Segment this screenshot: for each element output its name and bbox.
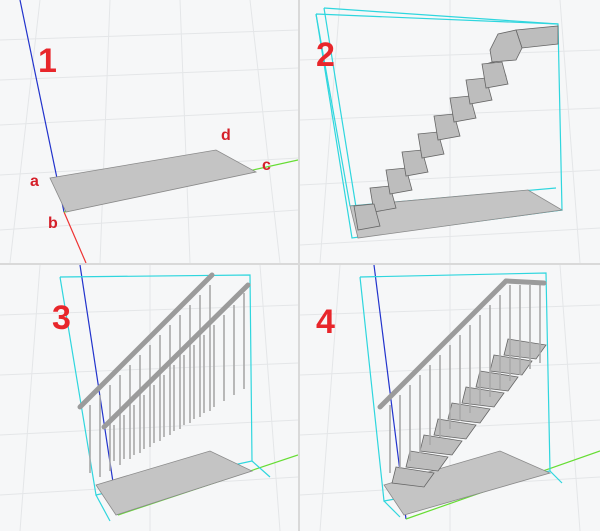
viewport-panel-1[interactable]: 1 a b c d xyxy=(0,0,298,263)
point-label-a: a xyxy=(30,173,39,190)
step-number: 3 xyxy=(52,299,71,337)
floor-plate[interactable] xyxy=(349,189,564,239)
step-number: 1 xyxy=(38,42,57,80)
panel-4-scene xyxy=(300,265,600,531)
handrails[interactable] xyxy=(377,278,547,410)
step-number: 2 xyxy=(316,36,335,74)
floor-plate[interactable] xyxy=(49,149,258,213)
panel-1-scene xyxy=(0,0,298,263)
bounding-box xyxy=(359,272,563,518)
floor-plate[interactable] xyxy=(383,450,552,516)
viewport-panel-2[interactable]: 2 xyxy=(300,0,600,263)
panel-2-scene xyxy=(300,0,600,263)
floor-plate[interactable] xyxy=(95,450,254,516)
balusters xyxy=(389,285,541,473)
bounding-box xyxy=(59,274,271,522)
balusters xyxy=(89,285,245,477)
viewport-panel-3[interactable]: 3 xyxy=(0,265,298,531)
step-number: 4 xyxy=(316,303,335,341)
viewport-panel-4[interactable]: 4 xyxy=(300,265,600,531)
panel-3-scene xyxy=(0,265,298,531)
x-axis xyxy=(63,211,87,263)
point-label-d: d xyxy=(221,127,231,144)
staircase[interactable] xyxy=(353,25,559,231)
point-label-c: c xyxy=(262,157,271,174)
point-label-b: b xyxy=(48,215,58,232)
handrails[interactable] xyxy=(77,272,251,430)
